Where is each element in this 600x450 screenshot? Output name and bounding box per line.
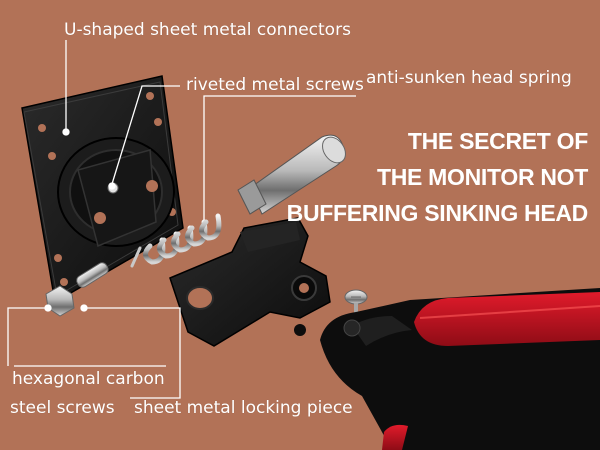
swivel-bracket	[169, 217, 331, 347]
leader-lines	[7, 40, 356, 399]
label-anti-sunken-spring: anti-sunken head spring	[366, 68, 572, 88]
label-hexagonal-carbon: hexagonal carbon	[12, 369, 165, 389]
vesa-mount-plate	[21, 75, 184, 304]
label-riveted-screws: riveted metal screws	[186, 75, 364, 95]
headline-line-2: THE MONITOR NOT	[376, 164, 588, 190]
headline-line-1: THE SECRET OF	[407, 128, 588, 154]
label-locking-piece: sheet metal locking piece	[134, 398, 353, 418]
gas-spring-arm	[320, 288, 600, 450]
headline-line-3: BUFFERING SINKING HEAD	[286, 200, 589, 226]
label-u-shaped-connectors: U-shaped sheet metal connectors	[64, 20, 351, 40]
label-steel-screws: steel screws	[10, 398, 115, 418]
coil-spring	[130, 213, 222, 268]
chrome-pin	[237, 134, 346, 215]
